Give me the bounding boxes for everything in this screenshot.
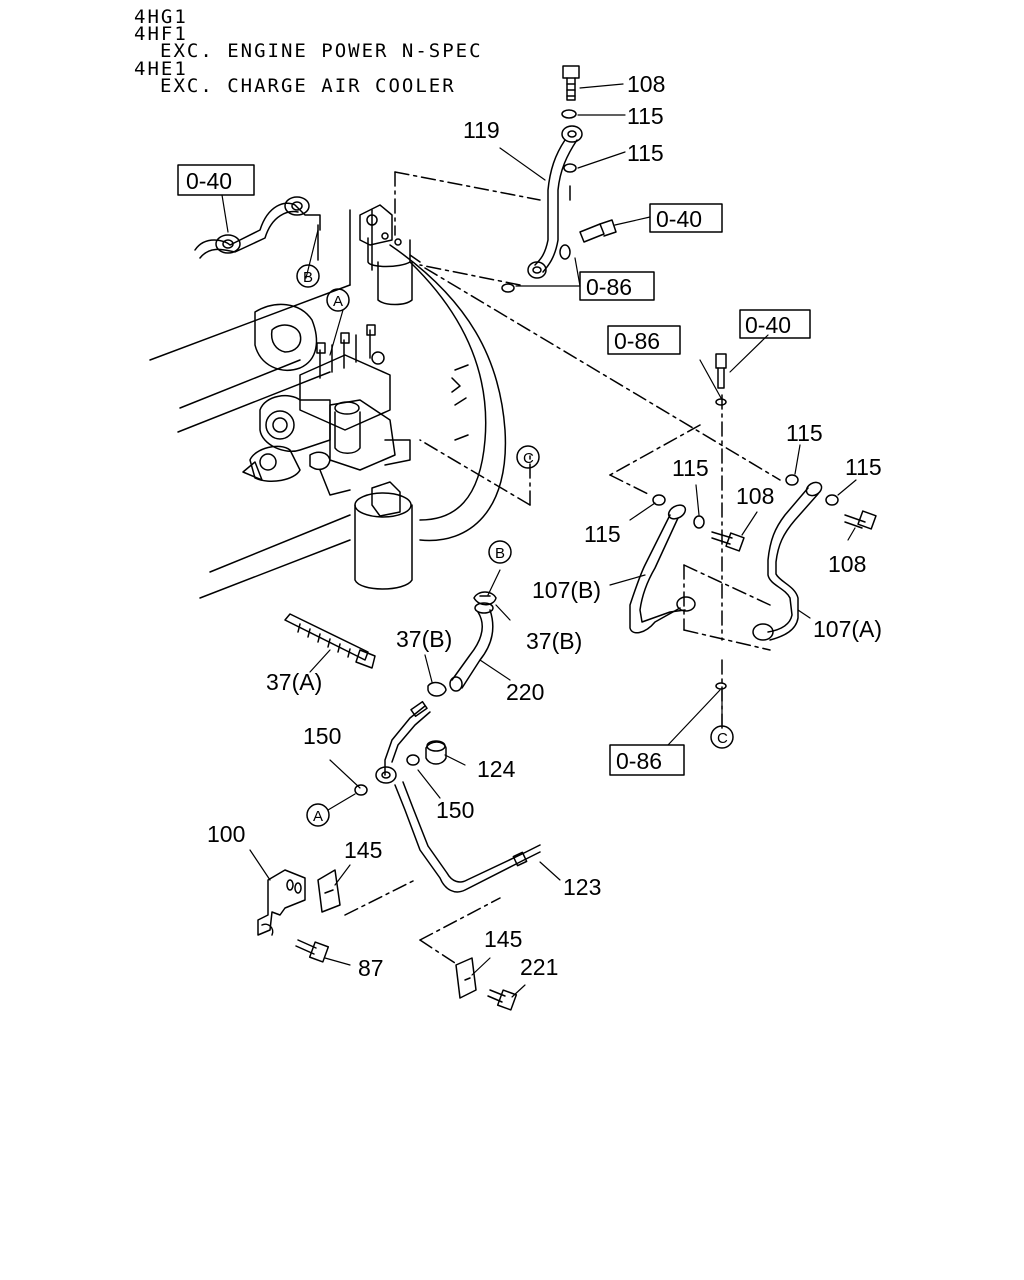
bolt-108-right <box>844 510 877 530</box>
washer-115-far-right <box>825 494 839 506</box>
bolt-0-40-right <box>579 219 617 243</box>
label-145-lower: 145 <box>484 926 522 952</box>
label-119: 119 <box>463 117 500 143</box>
label-145-upper: 145 <box>344 837 382 863</box>
pipe-107b <box>629 504 696 634</box>
ref-box-0-86-bottom[interactable]: 0-86 <box>609 744 685 776</box>
leader-lines-lower <box>344 879 501 966</box>
leader-lines-top <box>394 171 781 506</box>
label-leaders <box>221 83 857 998</box>
part-labels: 108 115 119 115 115 115 115 108 108 115 … <box>207 71 882 981</box>
injection-pump <box>242 324 411 496</box>
pipe-119 <box>527 125 583 279</box>
label-108-right: 108 <box>828 551 866 577</box>
ref-box-text: 0-40 <box>186 168 232 194</box>
bolt-0-40-right-vertical <box>715 353 727 389</box>
label-37b-right: 37(B) <box>526 628 582 654</box>
washer-0-86-lower <box>715 682 727 690</box>
label-108-center: 108 <box>736 483 774 509</box>
label-115-top: 115 <box>627 103 664 129</box>
label-37b-left: 37(B) <box>396 626 452 652</box>
clip-145-lower <box>455 957 477 999</box>
label-115-center: 115 <box>672 455 709 481</box>
ref-box-0-40-left[interactable]: 0-40 <box>177 164 255 196</box>
washer-115-right <box>785 474 799 486</box>
ref-box-0-86-top[interactable]: 0-86 <box>579 271 655 301</box>
circle-ref-text: A <box>333 293 343 310</box>
pipe-107a <box>752 481 823 641</box>
label-220: 220 <box>506 679 544 705</box>
cable-tie-37a <box>284 613 376 669</box>
washer-115-center <box>693 515 705 529</box>
engine-block <box>149 209 507 599</box>
circle-ref-text: B <box>495 545 505 562</box>
label-115-far-right: 115 <box>845 454 882 480</box>
union-nut-124 <box>425 740 447 765</box>
label-100: 100 <box>207 821 245 847</box>
circle-ref-text: A <box>313 808 323 825</box>
ref-box-0-86-right[interactable]: 0-86 <box>607 325 681 355</box>
label-37a: 37(A) <box>266 669 322 695</box>
label-87: 87 <box>358 955 384 981</box>
washer-150-a <box>406 754 420 766</box>
label-124: 124 <box>477 756 516 782</box>
leader-lines-right <box>609 394 771 731</box>
circle-ref-text: C <box>717 730 728 747</box>
bolt-221 <box>487 989 518 1011</box>
pipe-123 <box>375 700 541 893</box>
label-150-lower: 150 <box>436 797 474 823</box>
clip-37b-lower <box>427 681 447 697</box>
label-115-left: 115 <box>584 521 621 547</box>
hose-220 <box>449 602 494 692</box>
circle-ref-text: B <box>303 269 313 286</box>
circle-ref-b-lower: B <box>488 540 512 564</box>
bolt-108-center <box>711 531 745 552</box>
label-107b: 107(B) <box>532 577 601 603</box>
ref-box-text: 0-86 <box>614 328 660 354</box>
exception-note-2: EXC. CHARGE AIR COOLER <box>160 75 456 97</box>
washer-0-86-right <box>715 398 727 406</box>
clip-145-upper <box>317 869 341 913</box>
label-221: 221 <box>520 954 558 980</box>
fuel-filter-cartridge <box>354 481 413 590</box>
circle-ref-c-upper: C <box>516 445 540 469</box>
fuel-filter-upper <box>359 204 421 306</box>
bolt-87 <box>295 939 330 963</box>
ref-box-0-40-right[interactable]: 0-40 <box>739 309 811 339</box>
label-107a: 107(A) <box>813 616 882 642</box>
washer-115-b <box>563 163 577 173</box>
ref-box-0-40-top-right[interactable]: 0-40 <box>649 203 723 233</box>
label-108-top: 108 <box>627 71 665 97</box>
label-123: 123 <box>563 874 601 900</box>
label-150-left: 150 <box>303 723 341 749</box>
washer-115-left <box>652 494 666 506</box>
circle-ref-a-lower: A <box>306 803 330 827</box>
model-4hg1: 4HG1 <box>134 6 188 28</box>
bracket-100 <box>257 869 306 936</box>
washer-115-a <box>561 109 577 119</box>
leak-off-pipe-upper <box>194 196 321 261</box>
label-115-right-upper: 115 <box>786 420 823 446</box>
circle-ref-b-upper: B <box>296 264 320 288</box>
ref-box-text: 0-40 <box>656 206 702 232</box>
model-4hf1: 4HF1 <box>134 23 188 45</box>
circle-ref-a-upper: A <box>326 288 350 312</box>
model-4he1: 4HE1 <box>134 58 188 80</box>
exception-note-1: EXC. ENGINE POWER N-SPEC <box>160 40 483 62</box>
washer-left-of-pipe <box>501 283 515 293</box>
washer-150-b <box>354 784 368 796</box>
ref-box-text: 0-86 <box>586 274 632 300</box>
washer-upper-right <box>559 244 571 260</box>
ref-box-text: 0-40 <box>745 312 791 338</box>
circle-ref-text: C <box>523 450 534 467</box>
ref-box-text: 0-86 <box>616 748 662 774</box>
banjo-bolt-108-top <box>562 65 580 101</box>
circle-ref-c-lower: C <box>710 725 734 749</box>
label-115-second: 115 <box>627 140 664 166</box>
